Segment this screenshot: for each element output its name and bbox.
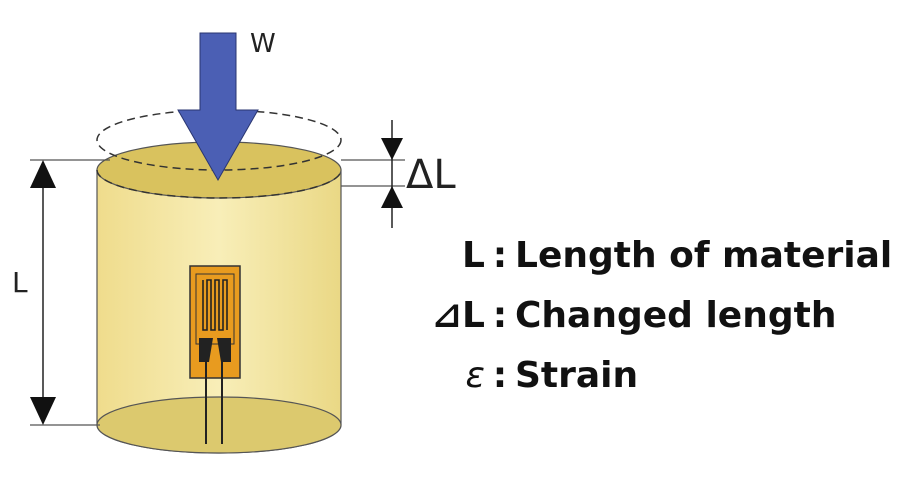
cylinder-bottom — [96, 396, 342, 454]
force-arrow — [177, 32, 259, 182]
legend-length: L:Length of material — [415, 238, 892, 274]
legend-length-text: Length of material — [515, 235, 893, 276]
legend-strain: ε:Strain — [415, 355, 639, 396]
legend-changed-length-separator: : — [492, 295, 508, 336]
length-arrow-up — [30, 160, 56, 188]
length-arrow-down — [30, 397, 56, 425]
legend-changed-length-symbol: ⊿L — [431, 295, 485, 336]
legend-changed-length-text: Changed length — [515, 295, 837, 336]
force-label: W — [250, 29, 276, 59]
delta-arrow-down — [381, 138, 403, 160]
legend-length-separator: : — [492, 235, 508, 276]
legend-length-symbol: L — [462, 235, 485, 276]
strain-gauge — [189, 265, 241, 444]
delta-arrow-up — [381, 186, 403, 208]
delta-length-label: ΔL — [406, 152, 456, 198]
original-top-dashed-front — [96, 169, 342, 199]
legend-strain-text: Strain — [515, 355, 639, 396]
length-label: L — [12, 266, 28, 299]
legend-strain-separator: : — [492, 355, 508, 396]
legend-strain-symbol: ε — [465, 355, 485, 396]
legend-changed-length: ⊿L:Changed length — [415, 295, 837, 336]
